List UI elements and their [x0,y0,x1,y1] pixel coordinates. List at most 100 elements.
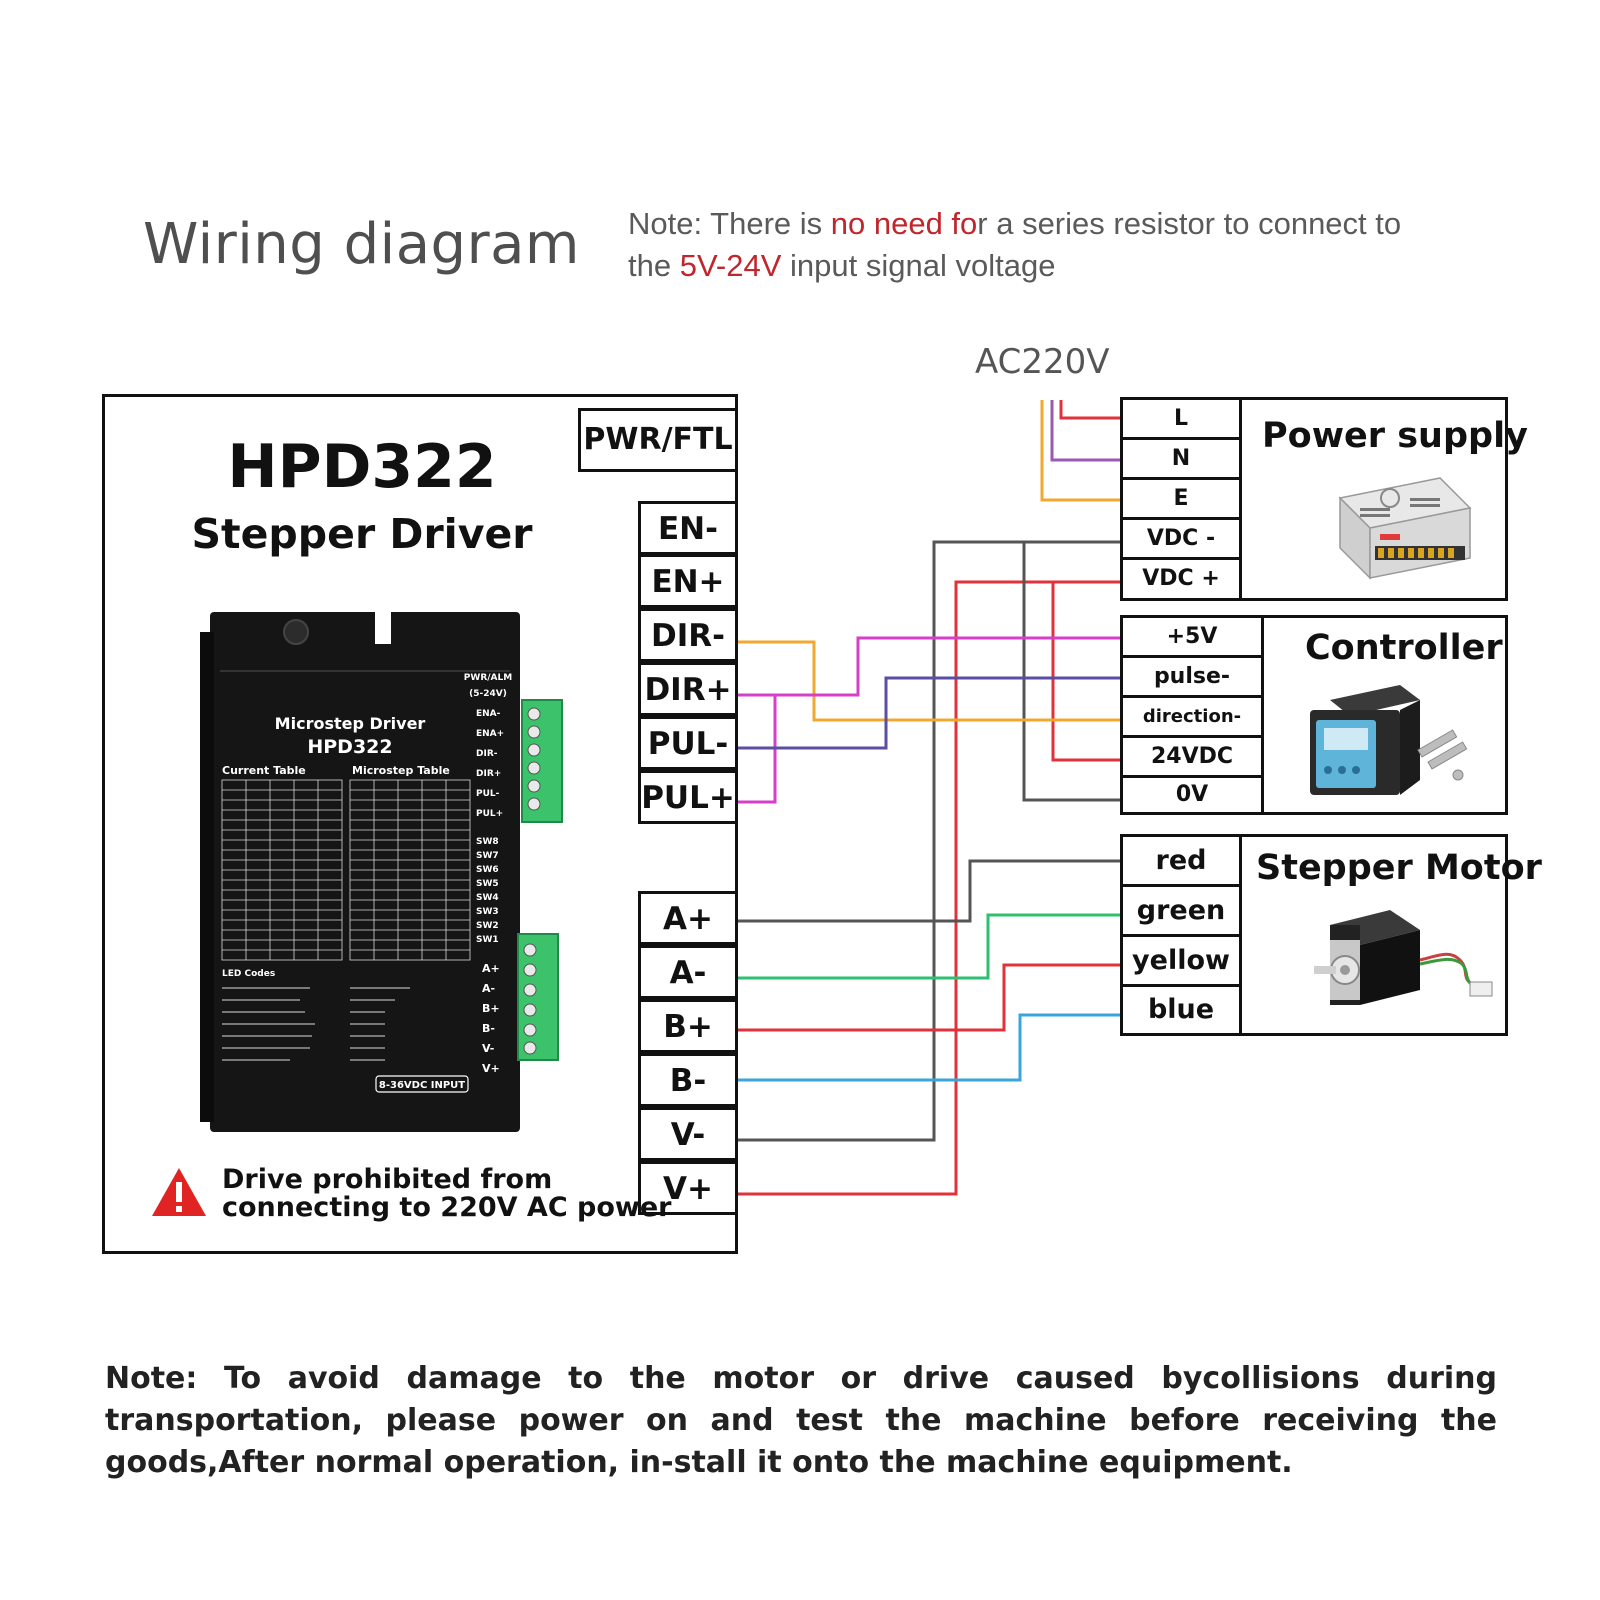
device-bottom-pin-label: A+ [482,962,500,975]
device-input-label: 8-36VDC INPUT [379,1080,465,1091]
controller-title: Controller [1305,628,1503,668]
note-line-2: the 5V-24V input signal voltage [628,245,1468,287]
note-mid: r a series resistor to connect to [977,206,1402,241]
terminal-b-plus: B+ [638,999,738,1053]
wire-ac-e [1040,400,1120,502]
device-switch-label: SW8 [476,837,499,847]
stepper-motor-title: Stepper Motor [1256,848,1542,888]
driver-mount-hole [283,619,309,645]
device-switch-label: SW7 [476,851,499,861]
wire-0v [1022,542,1120,802]
terminal-dir-minus: DIR- [638,608,738,662]
note-line2-prefix: the [628,248,680,283]
device-top-pin-label: ENA- [476,709,501,719]
device-top-pin-label: PUL- [476,789,500,799]
driver-model-title: HPD322 [227,432,497,502]
terminal-v-minus: V- [638,1107,738,1161]
driver-device-image: Microstep Driver HPD322 Current Table Mi… [200,612,563,1132]
terminal-a-minus: A- [638,945,738,999]
driver-subtitle: Stepper Driver [191,510,533,558]
device-switch-labels: SW8 SW7 SW6 SW5 SW4 SW3 SW2 SW1 [476,837,499,945]
ps-pin-l: L [1120,397,1242,440]
terminal-pul-plus: PUL+ [638,770,738,824]
motor-pin-green: green [1120,884,1242,937]
power-supply-title: Power supply [1262,416,1528,456]
device-bottom-pin-label: B+ [482,1002,500,1015]
bottom-terminal-block [517,933,559,1061]
warning-message: Drive prohibited from connecting to 220V… [222,1166,672,1222]
note-prefix: Note: There is [628,206,831,241]
bottom-note: Note: To avoid damage to the motor or dr… [105,1361,1497,1480]
terminal-b-minus: B- [638,1053,738,1107]
wire-a-minus [738,913,1120,980]
terminal-dir-plus: DIR+ [638,662,738,716]
device-switch-label: SW5 [476,879,499,889]
motor-pin-blue: blue [1120,984,1242,1036]
warning-icon [152,1168,206,1216]
driver-body [210,612,520,1132]
device-switch-label: SW2 [476,921,499,931]
device-switch-label: SW6 [476,865,499,875]
device-bottom-pin-label: B- [482,1022,495,1035]
device-switch-label: SW3 [476,907,499,917]
ps-pin-vdc-minus: VDC - [1120,517,1242,560]
motor-pin-red: red [1120,834,1242,887]
device-pwr-range-label: (5-24V) [469,689,507,699]
driver-panel-line [220,670,510,672]
device-led-codes-label: LED Codes [222,969,275,979]
warning-line-2: connecting to 220V AC power [222,1192,672,1223]
wire-b-minus [738,1013,1120,1082]
bottom-terminal-screws [523,943,537,1055]
device-brand: Microstep Driver [275,714,426,733]
wire-dir-plus [775,636,1120,697]
wire-pul-minus [738,676,1120,750]
power-supply-image [1338,477,1472,580]
wire-ac-l [1059,400,1120,420]
wire-vdc-plus [738,580,1120,1196]
ps-pin-vdc-plus: VDC + [1120,557,1242,601]
device-bottom-pin-labels: A+ A- B+ B- V- V+ [482,962,500,1075]
note-highlight-1: no need fo [830,206,978,241]
ps-pin-n: N [1120,437,1242,480]
terminal-pul-minus: PUL- [638,716,738,770]
motor-pin-yellow: yellow [1120,934,1242,987]
wire-24vdc [1051,582,1120,762]
note-highlight-2: 5V-24V [679,248,782,283]
warning-line-1: Drive prohibited from [222,1164,553,1195]
ac220v-label: AC220V [975,342,1110,382]
device-current-table-label: Current Table [222,764,306,777]
controller-image [1310,685,1468,795]
device-switch-label: SW1 [476,935,499,945]
signal-voltage-note: Note: There is no need for a series resi… [628,203,1468,287]
device-top-pin-label: PUL+ [476,809,503,819]
pwr-ftl-label: PWR/FTL [578,408,738,472]
device-input-badge [375,1075,469,1093]
device-top-pin-label: DIR+ [476,769,501,779]
device-microstep-table-grid [349,779,471,961]
terminal-en-plus: EN+ [638,554,738,608]
device-top-pin-label: DIR- [476,749,498,759]
terminal-en-minus: EN- [638,501,738,555]
ctrl-pin-24vdc: 24VDC [1120,735,1264,778]
driver-mount-slot [375,612,391,644]
device-bottom-pin-label: V+ [482,1062,500,1075]
device-top-pin-label: ENA+ [476,729,504,739]
device-bottom-pin-label: V- [482,1042,494,1055]
wire-b-plus [738,963,1120,1032]
device-switch-label: SW4 [476,893,499,903]
terminal-v-plus: V+ [638,1161,738,1215]
stepper-motor-image [1314,910,1493,1005]
note-line2-suffix: input signal voltage [781,248,1056,283]
wire-a-plus [738,859,1120,923]
device-top-pin-labels: ENA- ENA+ DIR- DIR+ PUL- PUL+ [476,709,504,819]
device-current-table-grid [221,779,343,961]
top-terminal-screws [527,707,541,811]
driver-heatsink-edge [200,632,214,1122]
device-microstep-table-label: Microstep Table [352,764,450,777]
wire-dir-minus [738,640,1120,722]
device-bottom-pin-label: A- [482,982,495,995]
device-model: HPD322 [307,736,392,758]
device-led-code-lines [222,987,410,1061]
page-title: Wiring diagram [143,212,580,277]
